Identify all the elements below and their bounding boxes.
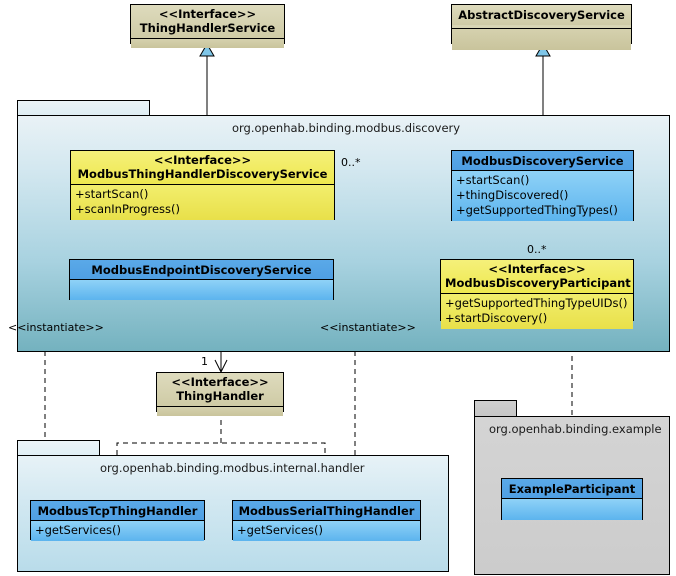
package-label-modbus-discovery: org.openhab.binding.modbus.discovery [232,121,461,135]
stereotype-label: <<Interface>> [153,153,252,167]
node-modbus-tcp-thing-handler[interactable]: ModbusTcpThingHandler +getServices() [30,500,205,541]
node-body-abstract-discovery-service [452,29,631,50]
node-header-example-participant: ExampleParticipant [502,479,642,498]
divider [70,279,333,280]
node-header-modbus-discovery-participant: <<Interface>> ModbusDiscoveryParticipant [441,260,633,293]
operation-item: +startScan() [75,187,149,201]
node-body-thing-handler-service [131,39,284,48]
class-name-label: ExampleParticipant [508,482,636,496]
class-name-label: ModbusDiscoveryParticipant [445,276,631,290]
node-body-modbus-serial-thing-handler: +getServices() [233,521,420,541]
node-body-example-participant [502,499,642,520]
node-header-thing-handler-service: <<Interface>> ThingHandlerService [131,5,284,38]
node-thing-handler[interactable]: <<Interface>> ThingHandler [156,372,284,416]
operation-item: +getSupportedThingTypes() [456,203,618,217]
class-name-label: ModbusDiscoveryService [461,154,624,168]
node-body-thing-handler [157,407,283,416]
package-label-internal-handler: org.openhab.binding.modbus.internal.hand… [100,461,365,475]
package-label-example: org.openhab.binding.example [489,422,662,436]
operation-item: +scanInProgress() [75,202,181,216]
node-body-modbus-tcp-thing-handler: +getServices() [31,521,204,541]
operation-item: +startDiscovery() [445,311,548,325]
multiplicity-discovery-to-participant: 0..* [527,243,547,256]
class-name-label: ModbusSerialThingHandler [238,504,415,518]
divider [131,38,284,39]
node-modbus-thing-handler-discovery-service[interactable]: <<Interface>> ModbusThingHandlerDiscover… [70,150,335,220]
edge-label-instantiate-left: <<instantiate>> [8,321,104,334]
node-body-modbus-thing-handler-discovery-service: +startScan() +scanInProgress() [71,185,334,220]
node-modbus-serial-thing-handler[interactable]: ModbusSerialThingHandler +getServices() [232,500,421,541]
node-example-participant[interactable]: ExampleParticipant [501,478,643,520]
operation-item: +startScan() [456,173,530,187]
package-tab-modbus-discovery [17,100,150,115]
divider [31,520,204,521]
node-header-modbus-discovery-service: ModbusDiscoveryService [452,151,633,170]
class-name-label: ThingHandler [176,389,264,403]
operation-item: +getServices() [237,523,323,537]
node-thing-handler-service[interactable]: <<Interface>> ThingHandlerService [130,4,285,48]
class-name-label: ModbusEndpointDiscoveryService [91,263,312,277]
divider [71,184,334,185]
operation-item: +getServices() [35,523,121,537]
node-modbus-discovery-participant[interactable]: <<Interface>> ModbusDiscoveryParticipant… [440,259,634,329]
node-header-modbus-serial-thing-handler: ModbusSerialThingHandler [233,501,420,520]
class-name-label: AbstractDiscoveryService [458,8,625,22]
divider [452,170,633,171]
class-name-label: ModbusTcpThingHandler [37,504,198,518]
node-header-modbus-thing-handler-discovery-service: <<Interface>> ModbusThingHandlerDiscover… [71,151,334,184]
package-tab-example [474,400,517,416]
node-header-thing-handler: <<Interface>> ThingHandler [157,373,283,406]
node-modbus-discovery-service[interactable]: ModbusDiscoveryService +startScan() +thi… [451,150,634,221]
node-header-abstract-discovery-service: AbstractDiscoveryService [452,5,631,25]
stereotype-label: <<Interface>> [158,7,257,21]
node-body-modbus-discovery-service: +startScan() +thingDiscovered() +getSupp… [452,171,633,221]
class-name-label: ThingHandlerService [139,21,276,35]
divider [502,498,642,499]
node-header-modbus-tcp-thing-handler: ModbusTcpThingHandler [31,501,204,520]
node-header-modbus-endpoint-discovery-service: ModbusEndpointDiscoveryService [70,260,333,279]
package-tab-internal-handler [17,440,100,455]
node-body-modbus-discovery-participant: +getSupportedThingTypeUIDs() +startDisco… [441,294,633,329]
divider [441,293,633,294]
divider [452,28,631,29]
node-abstract-discovery-service[interactable]: AbstractDiscoveryService [451,4,632,50]
stereotype-label: <<Interface>> [171,375,269,389]
divider [233,520,420,521]
multiplicity-endpoint-to-thinghandler: 1 [201,355,208,368]
operation-item: +thingDiscovered() [456,188,569,202]
node-body-modbus-endpoint-discovery-service [70,280,333,300]
stereotype-label: <<Interface>> [488,262,586,276]
operation-item: +getSupportedThingTypeUIDs() [445,296,628,310]
edge-label-instantiate-right: <<instantiate>> [320,321,416,334]
multiplicity-discovery-to-thdservice: 0..* [341,156,361,169]
class-name-label: ModbusThingHandlerDiscoveryService [77,167,328,181]
node-modbus-endpoint-discovery-service[interactable]: ModbusEndpointDiscoveryService [69,259,334,300]
